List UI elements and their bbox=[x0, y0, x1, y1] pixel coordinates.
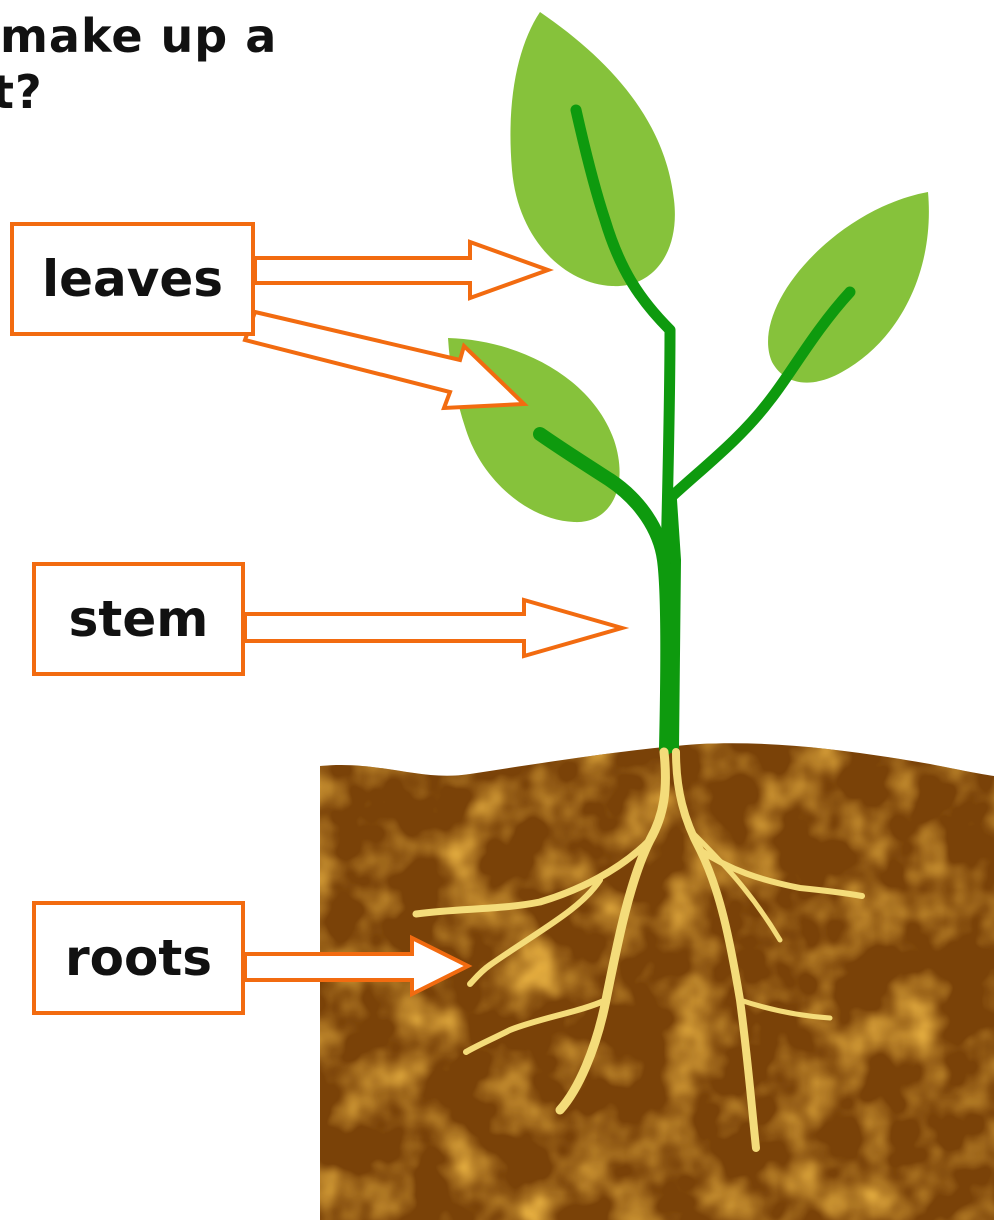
label-roots: roots bbox=[32, 901, 245, 1015]
label-stem: stem bbox=[32, 562, 245, 676]
arrow-leaves-top bbox=[255, 242, 548, 298]
top-leaf bbox=[510, 12, 674, 286]
arrow-stem bbox=[245, 600, 622, 656]
label-leaves: leaves bbox=[10, 222, 255, 336]
